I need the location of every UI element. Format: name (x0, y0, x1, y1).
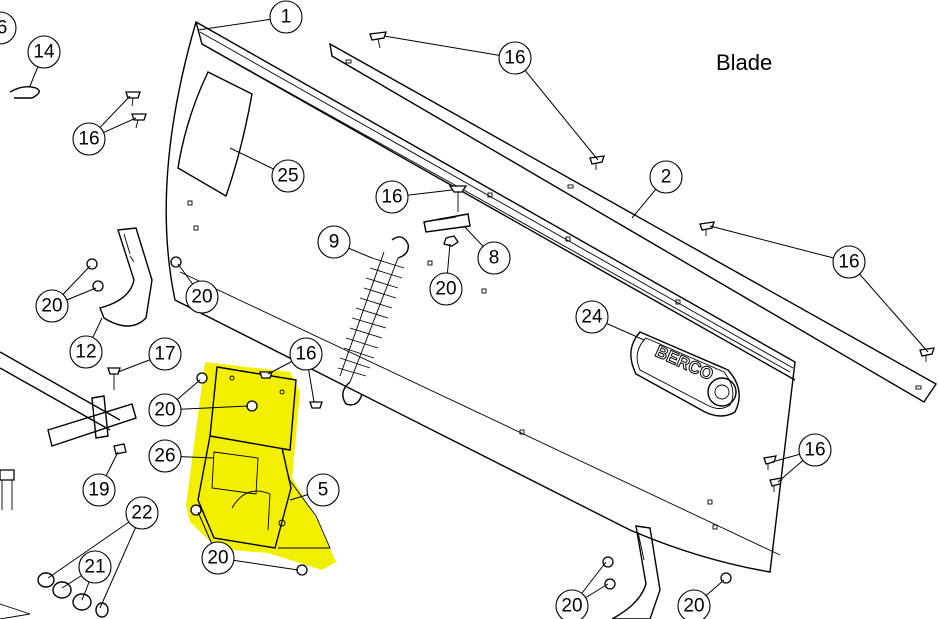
svg-text:16: 16 (504, 48, 525, 69)
callout-16-top: 16 (498, 41, 532, 75)
svg-text:16: 16 (78, 129, 99, 150)
pivot-shaft (0, 351, 137, 510)
svg-text:19: 19 (88, 480, 109, 501)
callout-16-lower-right: 16 (798, 433, 832, 467)
callout-16-right: 16 (832, 245, 866, 279)
svg-text:17: 17 (154, 344, 175, 365)
svg-text:20: 20 (207, 548, 228, 569)
svg-text:16: 16 (804, 440, 825, 461)
callout-25: 25 (271, 159, 305, 193)
svg-text:20: 20 (683, 596, 704, 617)
lynch-pin (9, 85, 40, 99)
svg-text:5: 5 (318, 480, 329, 501)
callout-19: 19 (82, 473, 116, 507)
callout-21: 21 (78, 550, 112, 584)
svg-text:9: 9 (329, 232, 340, 253)
diagram-title: Blade (716, 50, 772, 75)
berco-logo: BERCO (652, 342, 716, 384)
callout-2: 2 (649, 160, 683, 194)
svg-text:20: 20 (154, 400, 175, 421)
svg-text:25: 25 (277, 166, 298, 187)
callout-16-bracket: 16 (289, 337, 323, 371)
svg-text:14: 14 (33, 42, 55, 63)
callout-24: 24 (575, 300, 609, 334)
callout-12: 12 (69, 335, 103, 369)
svg-text:20: 20 (435, 279, 456, 300)
svg-text:8: 8 (489, 248, 500, 269)
cutting-edge (329, 42, 938, 403)
svg-text:20: 20 (191, 287, 212, 308)
svg-text:16: 16 (381, 187, 402, 208)
callout-26: 26 (148, 439, 182, 473)
callout-8: 8 (477, 241, 511, 275)
callout-20-bottom-bracket: 20 (201, 541, 235, 575)
callout-9: 9 (317, 225, 351, 259)
callout-20-plate: 20 (429, 272, 463, 306)
svg-text:24: 24 (581, 307, 603, 328)
svg-text:20: 20 (561, 596, 582, 617)
svg-text:26: 26 (154, 446, 175, 467)
highlighted-side-bracket (186, 362, 336, 570)
callout-14: 14 (27, 35, 61, 69)
callout-22: 22 (125, 496, 159, 530)
svg-text:6: 6 (0, 18, 7, 39)
svg-text:12: 12 (75, 342, 96, 363)
svg-text:1: 1 (281, 7, 292, 28)
callout-20-bottom-right: 20 (677, 589, 711, 619)
svg-text:21: 21 (84, 557, 105, 578)
svg-text:16: 16 (838, 252, 859, 273)
callout-20-bottom-mid: 20 (555, 589, 589, 619)
callout-20-skid: 20 (35, 289, 69, 323)
callout-16-left: 16 (72, 122, 106, 156)
callout-5: 5 (306, 473, 340, 507)
leader-lines (29, 16, 929, 609)
spring (337, 236, 409, 406)
svg-text:16: 16 (295, 344, 316, 365)
callout-20-blade: 20 (185, 280, 219, 314)
svg-text:2: 2 (661, 167, 672, 188)
callout-17: 17 (148, 337, 182, 371)
skid-shoe-left (99, 227, 153, 327)
callouts: 1 16 6 14 16 25 2 16 9 8 16 20 20 20 24 … (0, 0, 866, 619)
fasteners (86, 31, 935, 590)
callout-20-bracket: 20 (148, 393, 182, 427)
skid-shoe-right (611, 525, 661, 619)
mount-plate (423, 185, 471, 247)
callout-1: 1 (269, 0, 303, 34)
svg-text:20: 20 (41, 296, 62, 317)
callout-6: 6 (0, 11, 17, 45)
callout-16-plate: 16 (375, 180, 409, 214)
svg-text:22: 22 (131, 503, 152, 524)
